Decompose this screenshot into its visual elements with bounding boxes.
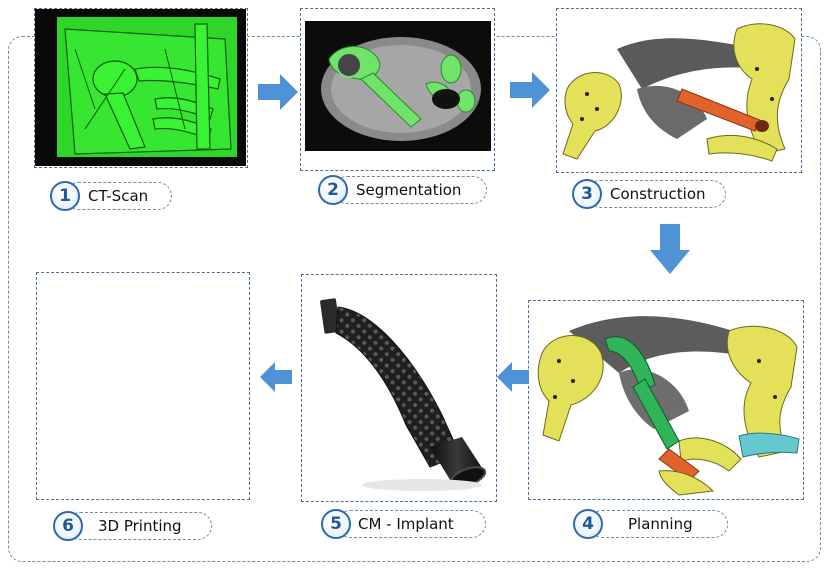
step-3-badge: 3 — [572, 179, 602, 209]
step-1-label-pill — [64, 182, 172, 210]
step-5-badge: 5 — [321, 509, 351, 539]
step-5-frame — [301, 274, 497, 502]
ct-scan-image — [35, 9, 246, 166]
step-6-frame — [36, 272, 250, 500]
step-4-badge: 4 — [573, 509, 603, 539]
step-6-label: 3D Printing — [98, 517, 182, 535]
step-4-label: Planning — [628, 515, 693, 533]
cm-implant-image — [302, 275, 495, 500]
step-3-frame — [556, 8, 802, 173]
step-2-label: Segmentation — [356, 181, 462, 199]
step-4-frame — [528, 300, 804, 500]
step-5-label: CM - Implant — [358, 515, 454, 533]
step-1-badge: 1 — [50, 181, 80, 211]
step-1-label: CT-Scan — [88, 187, 149, 205]
step-1-frame — [34, 8, 248, 168]
right-arrow-icon — [510, 72, 550, 108]
left-arrow-icon — [497, 362, 529, 392]
down-arrow-icon — [650, 224, 690, 274]
step-5-label-pill — [336, 510, 486, 538]
construction-image — [557, 9, 800, 171]
step-2-frame — [300, 8, 495, 171]
step-2-label-pill — [333, 176, 487, 204]
planning-image — [529, 301, 802, 498]
step-3-label: Construction — [610, 185, 706, 203]
step-3-label-pill — [586, 180, 726, 208]
left-arrow-icon — [260, 362, 292, 392]
segmentation-image — [301, 9, 493, 169]
step-4-label-pill — [588, 510, 728, 538]
step-2-badge: 2 — [318, 175, 348, 205]
right-arrow-icon — [258, 74, 298, 110]
step-6-badge: 6 — [53, 511, 83, 541]
step-6-label-pill — [66, 512, 212, 540]
